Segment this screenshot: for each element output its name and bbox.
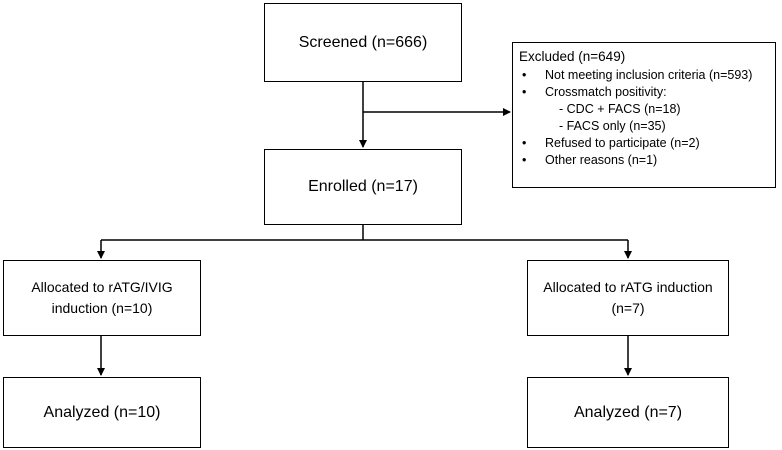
analyzed-left-label: Analyzed (n=10) [43,403,161,421]
excluded-item: • Other reasons (n=1) [519,152,769,169]
excluded-subitem: - CDC + FACS (n=18) [519,101,769,118]
excluded-box: Excluded (n=649) • Not meeting inclusion … [512,42,776,188]
excluded-item: • Refused to participate (n=2) [519,135,769,152]
excluded-item-text: Refused to participate (n=2) [545,136,700,150]
allocated-left-label: Allocated to rATG/IVIG induction (n=10) [31,277,172,319]
enrolled-label: Enrolled (n=17) [308,178,418,195]
excluded-title: Excluded (n=649) [519,49,626,64]
bullet-symbol: • [522,153,527,167]
allocated-left-box: Allocated to rATG/IVIG induction (n=10) [3,260,201,336]
enrolled-box: Enrolled (n=17) [264,149,462,225]
excluded-subitem: - FACS only (n=35) [519,118,769,135]
bullet-symbol: • [522,136,527,150]
analyzed-right-label: Analyzed (n=7) [573,403,683,421]
allocated-right-label: Allocated to rATG induction (n=7) [543,277,712,319]
excluded-item: • Crossmatch positivity: [519,84,769,101]
excluded-item-text: Not meeting inclusion criteria (n=593) [545,68,753,82]
screened-box: Screened (n=666) [264,3,462,82]
allocated-left-line1: Allocated to rATG/IVIG [31,279,173,295]
allocated-right-line1: Allocated to rATG induction [543,279,713,295]
screened-label: Screened (n=666) [298,33,428,51]
bullet-symbol: • [522,68,527,82]
bullet-symbol: • [522,85,527,99]
excluded-list: •Not meeting inclusion criteria (n=593) … [519,67,769,169]
excluded-subitem-text: - CDC + FACS (n=18) [559,102,681,116]
excluded-item-text: Crossmatch positivity: [545,85,667,99]
allocated-right-line2: (n=7) [611,300,645,316]
excluded-subitem-text: - FACS only (n=35) [559,119,666,133]
analyzed-right-box: Analyzed (n=7) [527,377,729,448]
allocated-left-line2: induction (n=10) [51,300,153,316]
excluded-item: • Not meeting inclusion criteria (n=593) [519,67,769,84]
excluded-item-text: Other reasons (n=1) [545,153,658,167]
allocated-right-box: Allocated to rATG induction (n=7) [527,260,729,336]
analyzed-left-box: Analyzed (n=10) [3,377,201,448]
